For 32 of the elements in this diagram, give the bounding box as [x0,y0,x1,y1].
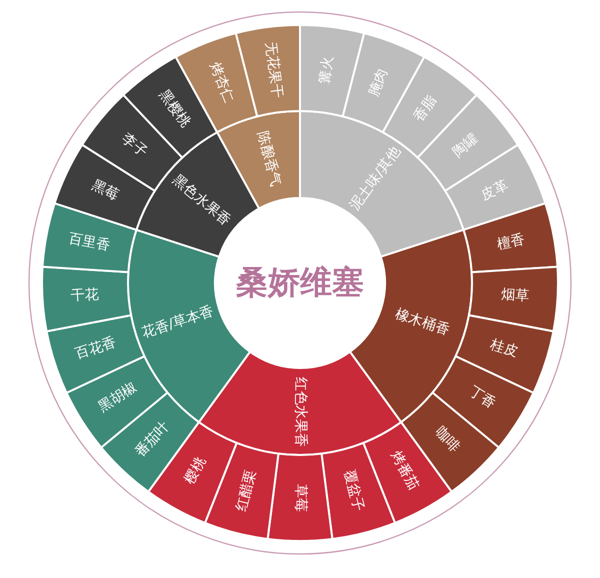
segment-label: 泥土味/其他 [347,144,404,214]
segment-label: 腌肉 [366,67,392,99]
segment-label: 咖啡 [432,424,462,456]
segment-label: 番茄叶 [132,419,173,460]
segment-label: 烟草 [500,288,530,306]
segment-label: 樱桃 [182,455,210,488]
segment-label: 百花香 [73,336,118,364]
segment-label: 桂皮 [488,338,520,362]
segment-label: 烤番茄 [386,449,420,494]
wine-name: 桑娇维塞 [236,262,364,303]
segment-label: 草莓 [292,484,308,512]
segment-label: 香脂 [412,93,441,125]
segment-label: 干花 [70,288,100,306]
segment-label: 无花果干 [262,40,284,98]
segment-label: 红醋栗 [234,468,260,514]
segment-label: 黑胡椒 [96,380,140,416]
segment-label: 丁香 [466,384,498,412]
segment-label: 李子 [118,131,150,161]
segment-label: 花香/草本香 [140,304,216,342]
segment-label: 篝火 [318,54,336,85]
segment-label: 橡木桶香 [393,306,452,339]
segment-label: 檀香 [496,232,526,253]
segment-label: 黑色水果香 [169,172,233,230]
segment-label: 黑莓 [90,178,122,204]
segment-label: 皮革 [478,178,510,204]
segment-label: 红色水果香 [292,376,308,446]
segment-label: 黑樱桃 [155,88,192,131]
segment-label: 覆盆子 [340,468,366,514]
segment-label: 陈酿香气 [254,130,282,188]
segment-label: 烤杏仁 [206,60,236,106]
segment-label: 陶罐 [450,131,482,161]
segment-label: 百里香 [66,231,111,254]
